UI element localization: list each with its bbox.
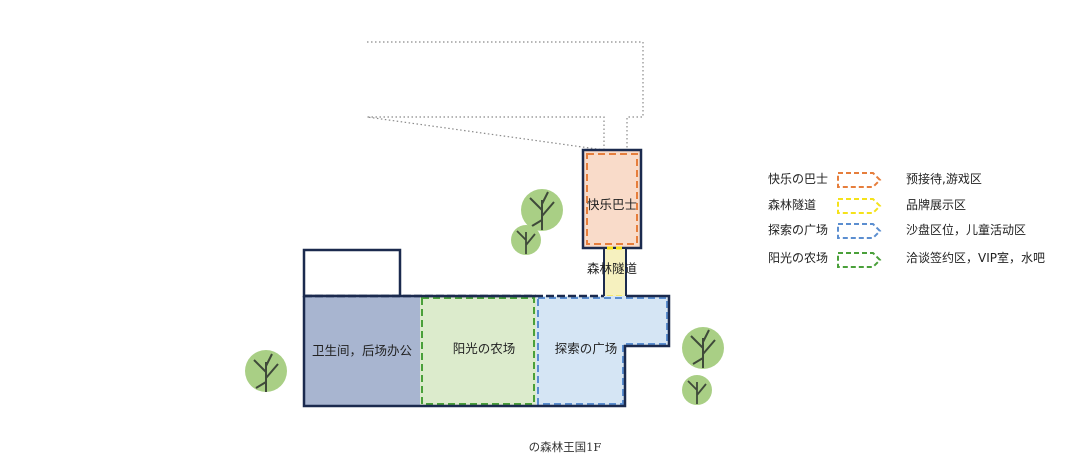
tree-icon-right-large	[682, 327, 724, 369]
zone-explore-plaza-fill	[536, 296, 669, 406]
legend-arrow-icon	[837, 198, 882, 214]
zone-restroom-office-fill	[304, 296, 420, 406]
legend-arrow-icon	[837, 252, 882, 268]
tree-icon-top-large	[521, 189, 563, 231]
legend-item-name: 探索の广场	[768, 223, 828, 237]
zone-restroom-office-label: 卫生间，后场办公	[312, 343, 413, 358]
zone-happy-bus-fill	[581, 148, 643, 250]
zone-happy-bus-label: 快乐巴士	[587, 197, 637, 212]
legend-item-desc: 洽谈签约区，VIP室，水吧	[906, 250, 1045, 265]
upper-area-dotted-outline	[366, 41, 644, 151]
zone-happy-bus: 快乐巴士	[581, 148, 643, 250]
legend-item-explore-plaza: 探索の广场 沙盘区位，儿童活动区	[768, 222, 1026, 239]
zone-restroom-office: 卫生间，后场办公	[304, 296, 420, 406]
upper-white-room	[302, 248, 402, 298]
legend-item-name: 阳光の农场	[768, 251, 828, 265]
zone-forest-tunnel: 森林隧道	[587, 246, 638, 299]
legend-item-sunny-farm: 阳光の农场 洽谈签约区，VIP室，水吧	[768, 250, 1045, 268]
legend-item-desc: 品牌展示区	[906, 198, 966, 212]
tree-icon-top-small	[511, 225, 541, 255]
legend-item-name: 森林隧道	[768, 197, 816, 212]
legend-item-desc: 预接待,游戏区	[906, 171, 982, 186]
legend-arrow-icon	[837, 223, 882, 239]
zone-explore-plaza-dash	[537, 297, 668, 405]
legend-item-name: 快乐の巴士	[768, 172, 828, 186]
legend-item-happy-bus: 快乐の巴士 预接待,游戏区	[768, 171, 982, 188]
zone-happy-bus-dash	[586, 153, 638, 245]
tree-icon-right-small	[682, 375, 712, 405]
zone-sunny-farm-dash	[421, 297, 535, 405]
floor-caption: の森林王国1F	[529, 440, 602, 454]
tree-icon-left	[245, 350, 287, 392]
legend-item-desc: 沙盘区位，儿童活动区	[906, 222, 1026, 237]
zone-forest-tunnel-label: 森林隧道	[587, 261, 638, 276]
zone-sunny-farm: 阳光の农场	[420, 296, 536, 406]
legend-arrow-icon	[837, 172, 882, 188]
zone-sunny-farm-fill	[420, 296, 536, 406]
legend-item-forest-tunnel: 森林隧道 品牌展示区	[768, 197, 966, 214]
legend: 快乐の巴士 预接待,游戏区 森林隧道 品牌展示区 探索の广场 沙盘区位，儿童活动…	[768, 171, 1045, 268]
zone-explore-plaza-label: 探索の广场	[555, 341, 618, 356]
zone-explore-plaza: 探索の广场	[536, 296, 669, 406]
zone-sunny-farm-label: 阳光の农场	[453, 341, 516, 356]
